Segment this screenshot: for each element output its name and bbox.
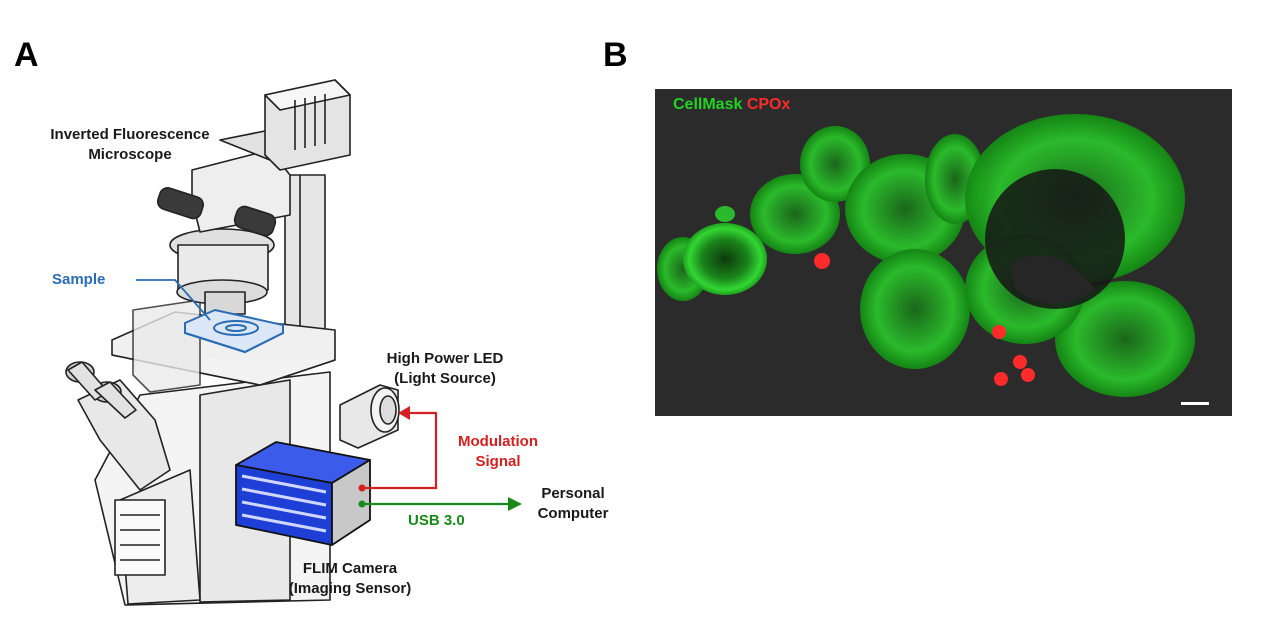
panel-a-letter: A — [14, 36, 39, 74]
pc-label-line1: Personal — [541, 485, 605, 502]
cpox-spots — [814, 253, 1035, 386]
camera-label: FLIM Camera (Imaging Sensor) — [270, 559, 430, 599]
led-label: High Power LED (Light Source) — [370, 349, 520, 389]
legend-cellmask: CellMask — [673, 96, 743, 113]
flim-camera — [235, 441, 371, 546]
scale-bar — [1181, 402, 1209, 405]
modulation-label: Modulation Signal — [448, 432, 548, 472]
modulation-label-line1: Modulation — [458, 433, 538, 450]
microscope-label: Inverted Fluorescence Microscope — [30, 125, 230, 165]
sample-dish — [184, 308, 284, 354]
modulation-label-line2: Signal — [475, 453, 521, 470]
modulation-arrow — [362, 411, 438, 490]
organoid-right — [965, 114, 1195, 397]
sample-label: Sample — [52, 271, 106, 288]
usb-label: USB 3.0 — [408, 512, 465, 529]
pc-label-line2: Computer — [537, 505, 609, 522]
led-label-line2: (Light Source) — [394, 370, 496, 387]
microscope-label-line1: Inverted Fluorescence — [50, 126, 210, 143]
stain-legend: CellMask CPOx — [673, 96, 790, 114]
camera-label-line1: FLIM Camera — [302, 560, 398, 577]
led-label-line1: High Power LED — [386, 350, 504, 367]
fluorescence-micrograph — [655, 89, 1232, 416]
organoid-left — [657, 126, 985, 369]
microscope-label-line2: Microscope — [88, 146, 172, 163]
legend-cpox: CPOx — [746, 96, 791, 113]
led-light-source — [339, 384, 400, 449]
organoid-image — [657, 114, 1195, 397]
pc-label: Personal Computer — [528, 484, 618, 524]
camera-label-line2: (Imaging Sensor) — [288, 580, 412, 597]
panel-b-letter: B — [603, 36, 628, 74]
sample-leader-line — [136, 279, 211, 321]
